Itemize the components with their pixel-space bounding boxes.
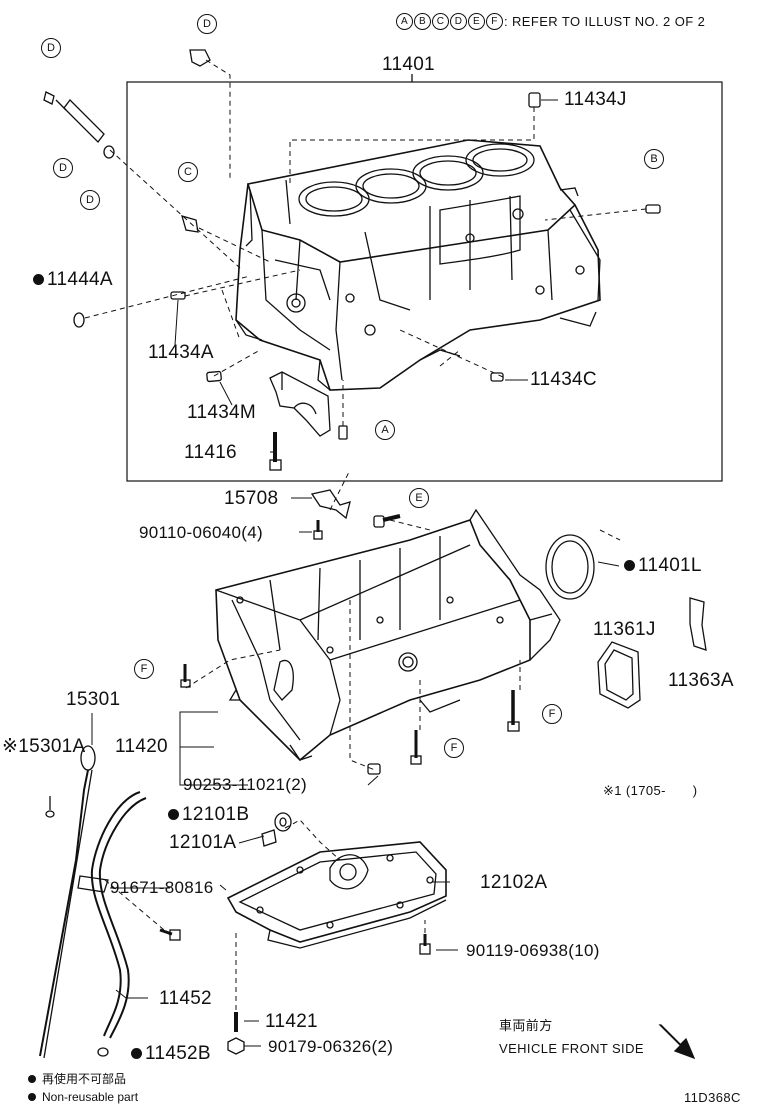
part-label-11434M[interactable]: 11434M (187, 402, 257, 423)
refer-header: A B C D E F : REFER TO ILLUST NO. 2 OF 2 (396, 13, 705, 30)
non-reusable-dot-icon (33, 274, 44, 285)
callout-D[interactable]: D (197, 14, 217, 34)
leader-lines (91, 99, 620, 1047)
bolt-90110 (313, 520, 323, 540)
gasket-11363A (689, 597, 707, 651)
part-label-90253[interactable]: 90253-11021(2) (183, 775, 307, 794)
lower-crankcase-drawing (215, 508, 561, 762)
oil-nozzle-15708 (310, 489, 351, 520)
vehicle-front-jp: 車両前方 (499, 1019, 553, 1034)
cylinder-block-drawing (235, 139, 601, 391)
pin-11434J (528, 92, 541, 108)
part-label-15708[interactable]: 15708 (224, 488, 279, 509)
plug-12101A (261, 829, 277, 847)
non-reusable-dot-icon (624, 560, 635, 571)
part-label-90119[interactable]: 90119-06938(10) (466, 941, 600, 960)
callout-A[interactable]: A (375, 420, 395, 440)
callout-letter: D (450, 13, 467, 30)
pin-A (338, 425, 348, 440)
part-label-90179[interactable]: 90179-06326(2) (268, 1037, 394, 1056)
non-reusable-dot-icon (28, 1093, 36, 1101)
legend-en-row: Non-reusable part (28, 1091, 138, 1103)
pin-B (645, 204, 661, 214)
callout-C[interactable]: C (178, 162, 198, 182)
part-label-12101A[interactable]: 12101A (169, 832, 237, 853)
non-reusable-dot-icon (168, 809, 179, 820)
callout-F[interactable]: F (134, 659, 154, 679)
part-label-12101B-row: 12101B (168, 805, 249, 824)
legend-en: Non-reusable part (42, 1090, 139, 1104)
part-label-11452B[interactable]: 11452B (145, 1043, 211, 1064)
part-label-11416[interactable]: 11416 (184, 442, 237, 463)
part-label-11401L-row: 11401L (624, 556, 702, 575)
bolt-11416 (269, 432, 282, 471)
part-label-11452[interactable]: 11452 (159, 988, 212, 1009)
callout-letter: B (414, 13, 431, 30)
part-label-11361J[interactable]: 11361J (593, 619, 656, 640)
part-label-11452B-row: 11452B (131, 1044, 211, 1063)
illustration-code: 11D368C (684, 1090, 741, 1105)
bolt-F-1 (180, 664, 191, 688)
refer-text: : REFER TO ILLUST NO. 2 OF 2 (504, 14, 706, 29)
bearing-cap-drawing (269, 371, 331, 437)
bolt-91671 (159, 928, 181, 941)
leader-lines-dashed (84, 59, 647, 1010)
callout-D[interactable]: D (41, 38, 61, 58)
part-label-11363A[interactable]: 11363A (668, 670, 734, 691)
part-label-11401L[interactable]: 11401L (638, 555, 702, 576)
non-reusable-dot-icon (131, 1048, 142, 1059)
callout-letter: E (468, 13, 485, 30)
bolt-F-2 (507, 690, 520, 732)
callout-D[interactable]: D (53, 158, 73, 178)
callout-B[interactable]: B (644, 149, 664, 169)
dipstick-drawing (39, 745, 147, 1059)
vehicle-front-arrow (658, 1024, 696, 1060)
legend-jp-row: 再使用不可部品 (28, 1073, 126, 1085)
callout-letter: F (486, 13, 503, 30)
callout-F[interactable]: F (542, 704, 562, 724)
part-label-11420[interactable]: 11420 (115, 736, 168, 757)
rear-oil-seal (545, 534, 595, 600)
part-label-11434C[interactable]: 11434C (530, 369, 597, 390)
plug-C (181, 215, 199, 233)
part-label-12102A[interactable]: 12102A (480, 872, 548, 893)
part-label-15301[interactable]: 15301 (66, 689, 121, 710)
part-label-11421[interactable]: 11421 (265, 1011, 318, 1032)
non-reusable-dot-icon (28, 1075, 36, 1083)
part-label-11444A-row: 11444A (33, 270, 113, 289)
applicability-note: ※1 (1705- ) (603, 783, 698, 798)
callout-E[interactable]: E (409, 488, 429, 508)
part-label-11444A[interactable]: 11444A (47, 269, 113, 290)
part-label-90110[interactable]: 90110-06040(4) (139, 523, 263, 542)
vehicle-front-en: VEHICLE FRONT SIDE (499, 1041, 644, 1056)
gasket-11361J (597, 641, 641, 709)
bolt-90253 (367, 763, 381, 775)
part-label-11434J[interactable]: 11434J (564, 89, 627, 110)
oil-pan-drawing (226, 841, 447, 949)
callout-F[interactable]: F (444, 738, 464, 758)
part-label-11434A[interactable]: 11434A (148, 342, 214, 363)
part-label-12101B[interactable]: 12101B (182, 804, 250, 825)
part-label-11401[interactable]: 11401 (382, 54, 435, 75)
callout-letter: C (432, 13, 449, 30)
pin-11434C (490, 372, 504, 382)
callout-D[interactable]: D (80, 190, 100, 210)
bolt-90119 (419, 934, 431, 955)
callout-letter: A (396, 13, 413, 30)
part-label-91671[interactable]: 91671-80816 (110, 878, 214, 897)
gasket-12101B (274, 812, 292, 832)
nut-90179 (227, 1037, 245, 1055)
cylinder-block-group-frame (126, 81, 723, 482)
legend-jp: 再使用不可部品 (42, 1072, 127, 1086)
o-ring-11444A (73, 312, 85, 328)
oil-pressure-switch (43, 49, 211, 159)
bolt-E (373, 514, 401, 528)
pin-11434M (206, 370, 222, 383)
bolt-F-3 (410, 730, 422, 765)
part-label-15301A[interactable]: ※15301A (2, 736, 86, 757)
